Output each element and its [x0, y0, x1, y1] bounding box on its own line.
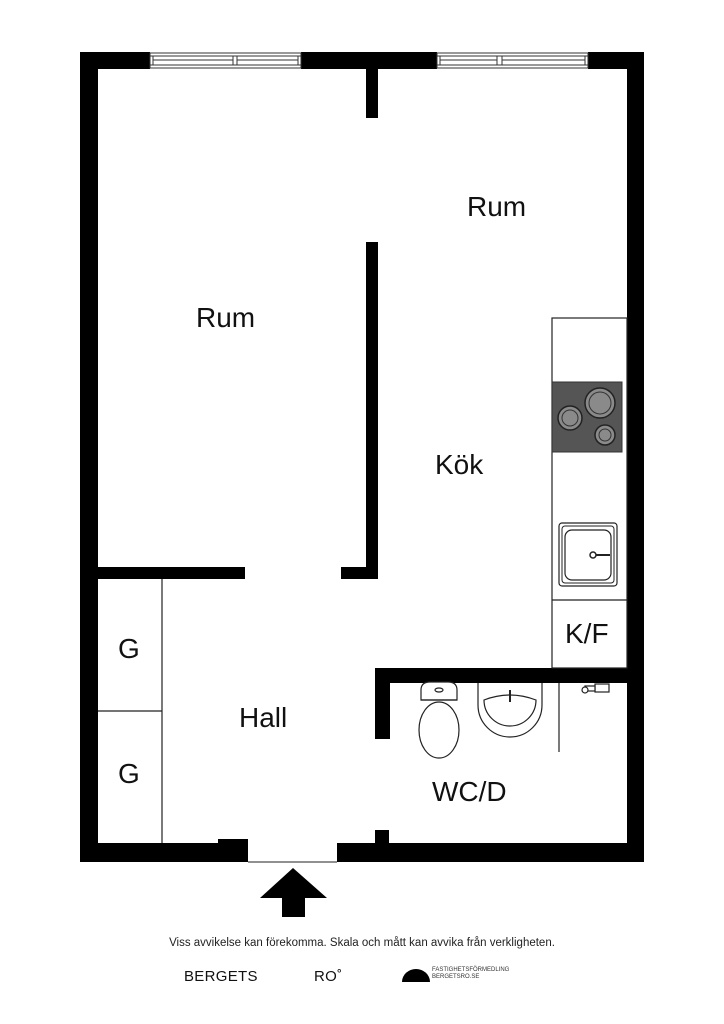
stove-icon [551, 381, 623, 453]
room-label-wcd: WC/D [432, 776, 507, 807]
entrance-arrow-icon [260, 868, 327, 917]
interior-walls [98, 52, 627, 739]
agency-line-1: FASTIGHETSFÖRMEDLING [432, 967, 510, 973]
brand-bergets: BERGETS [184, 968, 258, 985]
disclaimer-text: Viss avvikelse kan förekomma. Skala och … [169, 937, 555, 949]
outer-walls [80, 52, 644, 862]
window-right [436, 52, 589, 69]
agency-name: FASTIGHETSFÖRMEDLING BERGETSRO.SE [432, 967, 509, 981]
room-label-kok: Kök [435, 449, 484, 480]
window-left [149, 52, 302, 69]
closets [98, 579, 163, 843]
brand-ro: RO˚ [314, 968, 343, 985]
kitchen-counter [551, 317, 628, 669]
agency-logo-icon [402, 969, 430, 982]
toilet-icon [418, 681, 460, 759]
room-label-g-bottom: G [118, 758, 140, 789]
room-label-kf: K/F [565, 618, 609, 649]
room-label-hall: Hall [239, 702, 288, 733]
room-label-rum-left: Rum [196, 302, 256, 333]
agency-line-2: BERGETSRO.SE [432, 974, 480, 980]
kitchen-sink-icon [558, 522, 618, 587]
shower-mixer-icon [581, 683, 610, 694]
room-label-rum-right: Rum [467, 191, 527, 222]
washbasin-icon [477, 683, 543, 738]
room-label-g-top: G [118, 633, 140, 664]
